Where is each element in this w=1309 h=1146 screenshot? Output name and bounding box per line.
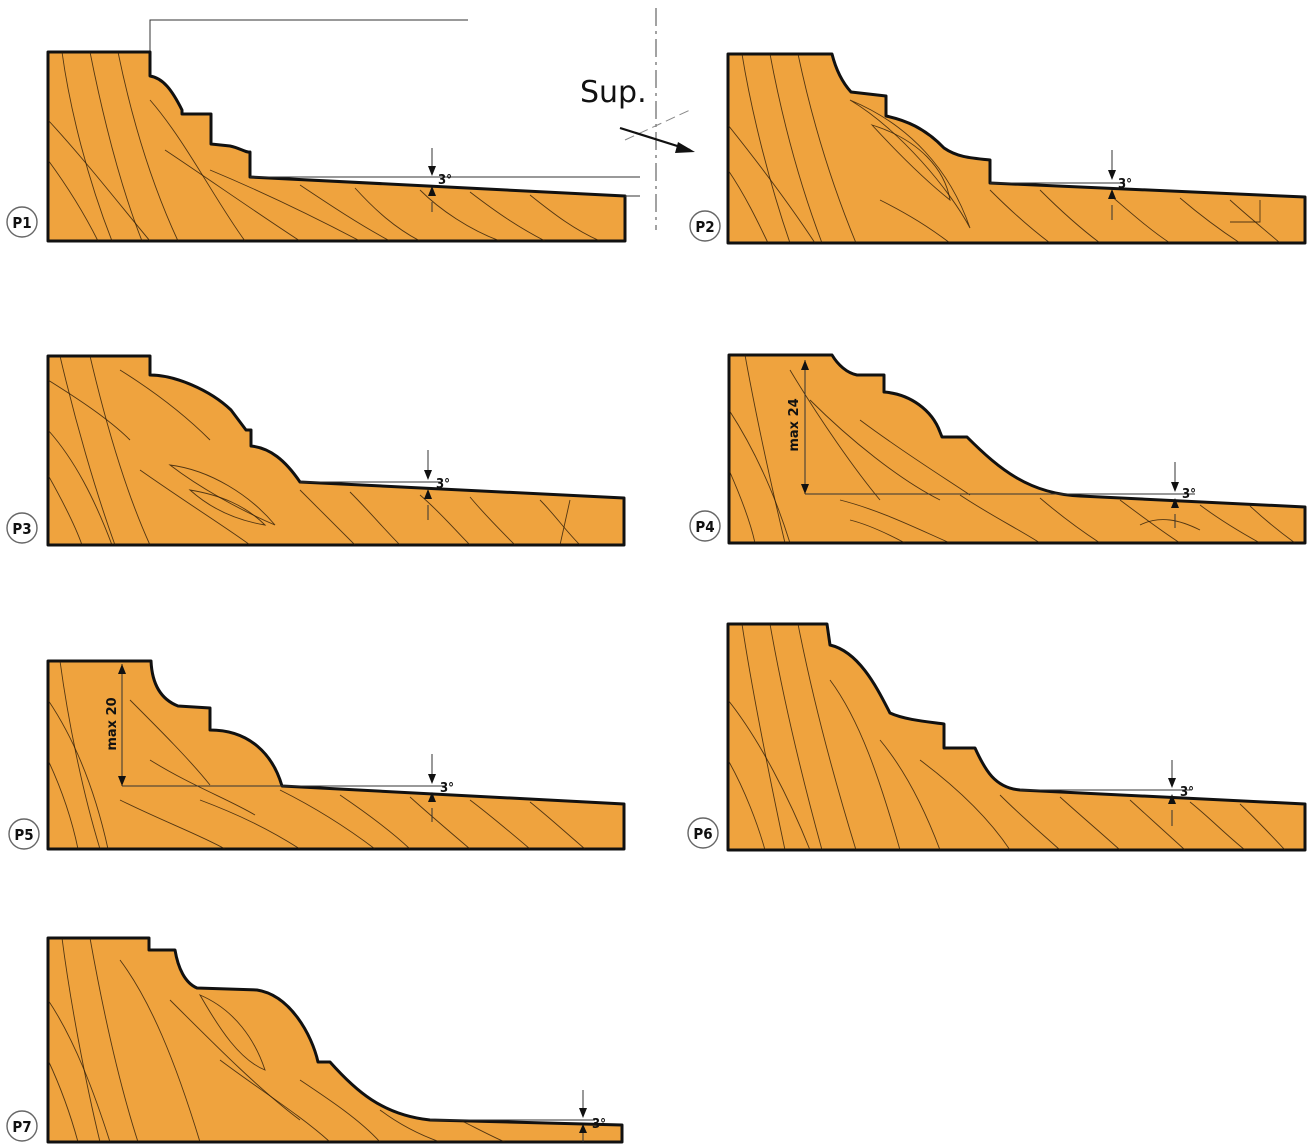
label-badge-p4: [689, 510, 721, 542]
profile-p5: max 20 3° P5: [8, 659, 626, 851]
label-p2: P2: [695, 218, 714, 236]
profile-p4: max 24 3° P4: [689, 353, 1307, 545]
angle-label-p6: 3°: [1180, 785, 1194, 800]
label-p7: P7: [12, 1118, 31, 1136]
angle-label-p7: 3°: [592, 1117, 606, 1132]
angle-label-p5: 3°: [440, 781, 454, 796]
label-p6: P6: [693, 825, 712, 843]
label-p3: P3: [12, 520, 31, 538]
label-badge-p5: [8, 818, 40, 850]
label-badge-p3: [6, 512, 38, 544]
profile-p1: 3° P1: [6, 19, 640, 243]
sup-annotation: Sup.: [580, 8, 695, 230]
angle-label-p2: 3°: [1118, 177, 1132, 192]
profile-p6: 3° P6: [687, 622, 1307, 852]
angle-label-p4: 3°: [1182, 487, 1196, 502]
label-badge-p1: [6, 206, 38, 238]
sup-label: Sup.: [580, 75, 647, 110]
max-label-p5: max 20: [105, 697, 120, 750]
profile-p3: 3° P3: [6, 354, 626, 547]
angle-label-p1: 3°: [438, 173, 452, 188]
label-badge-p2: [689, 210, 721, 242]
angle-label-p3: 3°: [436, 477, 450, 492]
label-p1: P1: [12, 214, 31, 232]
label-badge-p7: [6, 1110, 38, 1142]
profile-p2: 3° P2: [689, 52, 1307, 245]
label-p5: P5: [14, 826, 33, 844]
profile-p7: 3° P7: [6, 936, 624, 1144]
label-p4: P4: [695, 518, 714, 536]
label-badge-p6: [687, 817, 719, 849]
max-label-p4: max 24: [787, 398, 802, 451]
